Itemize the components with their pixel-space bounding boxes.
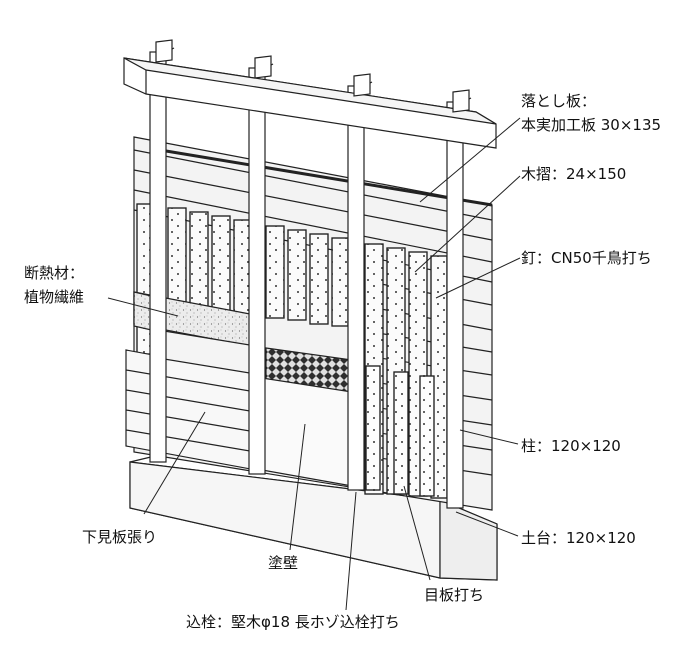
label-drop-board-2: 本実加工板 30×135 xyxy=(521,116,662,134)
label-nail: 釘：CN50千鳥打ち xyxy=(521,249,652,267)
label-peg: 込栓：堅木φ18 長ホゾ込栓打ち xyxy=(186,613,400,631)
label-plaster-wall: 塗壁 xyxy=(268,554,299,572)
leader-lines xyxy=(107,117,521,611)
label-lap-siding: 下見板張り xyxy=(82,528,158,546)
sill-beam xyxy=(129,449,498,581)
label-drop-board-1: 落とし板： xyxy=(521,92,597,110)
label-insulation-2: 植物繊維 xyxy=(24,288,85,306)
label-insulation-1: 断熱材： xyxy=(24,264,85,282)
label-post: 柱：120×120 xyxy=(521,437,621,455)
label-lath: 木摺：24×150 xyxy=(521,165,627,183)
posts xyxy=(149,47,472,509)
label-batten: 目板打ち xyxy=(424,586,485,604)
label-sill: 土台：120×120 xyxy=(521,529,636,547)
battens xyxy=(365,365,435,497)
plaster-wall xyxy=(261,377,353,487)
top-beam xyxy=(123,39,497,149)
